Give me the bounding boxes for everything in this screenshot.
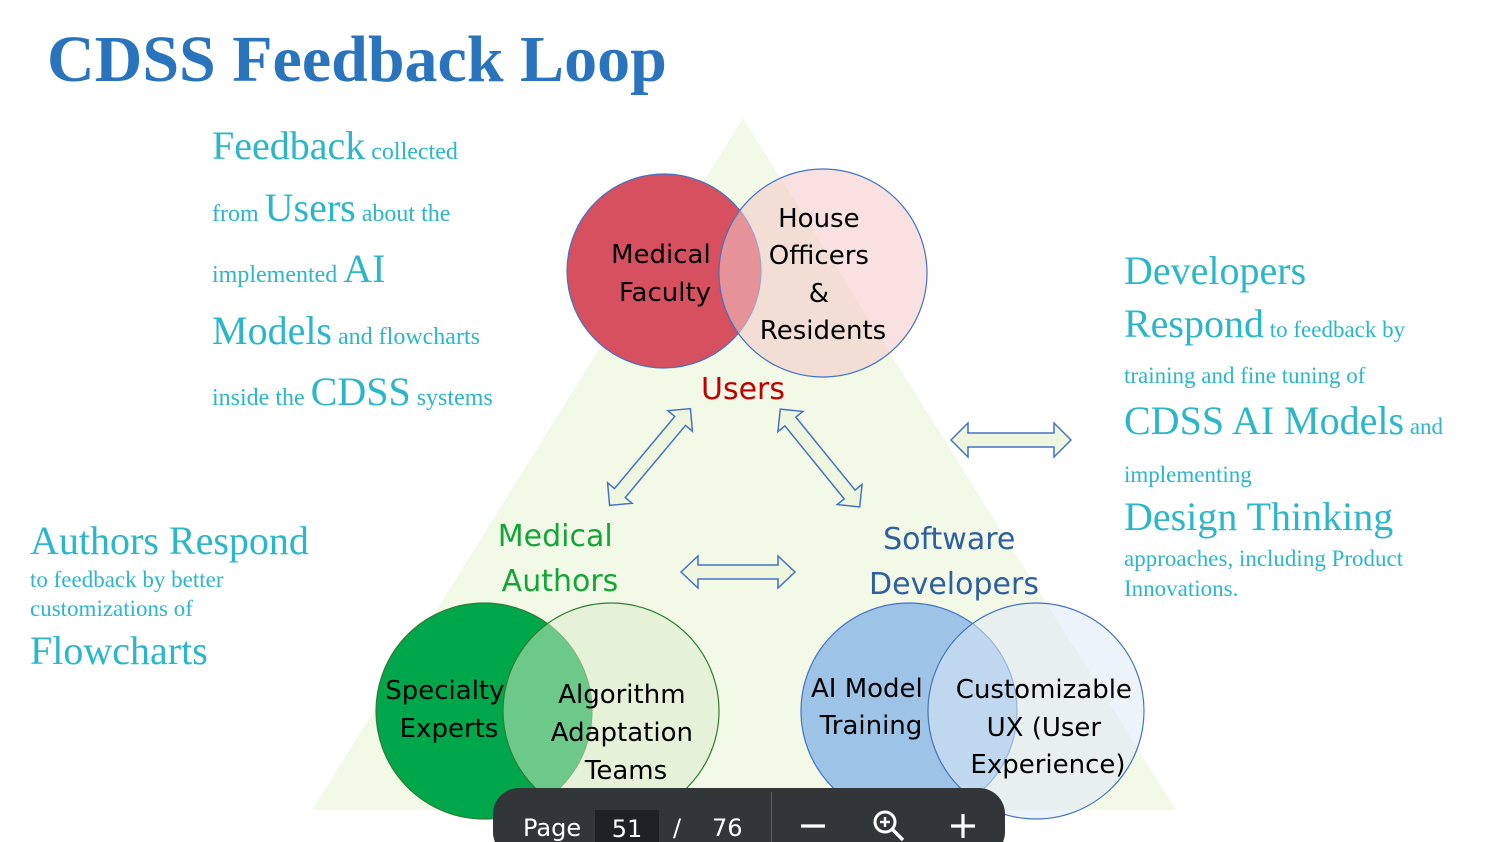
- developers-line: Developers: [1124, 248, 1307, 293]
- feedback-word: implemented: [212, 262, 344, 288]
- page-label: Page: [523, 814, 582, 842]
- feedback-line-1: Feedback collected: [212, 120, 542, 182]
- feedback-word: systems: [410, 385, 493, 411]
- house-officers-circle: [718, 168, 928, 378]
- feedback-word: inside the: [212, 385, 311, 411]
- feedback-line-2: from Users about the: [212, 182, 542, 244]
- developers-word: to feedback by: [1264, 317, 1406, 342]
- developers-line: CDSS AI Models and: [1124, 391, 1484, 460]
- feedback-word: AI: [343, 246, 386, 291]
- minus-icon: [801, 824, 825, 828]
- page-toolbar: Page 51 / 76: [493, 788, 1005, 842]
- toolbar-divider: [771, 792, 772, 842]
- feedback-word: CDSS: [310, 369, 411, 414]
- slide-title: CDSS Feedback Loop: [47, 23, 667, 96]
- specialty-experts-label: Specialty Experts: [385, 676, 513, 744]
- plus-icon: [951, 814, 975, 838]
- feedback-word: collected: [365, 139, 458, 165]
- house-officers-label: House Officers & Residents: [760, 204, 886, 346]
- feedback-word: and flowcharts: [332, 323, 480, 350]
- authors-paragraph: Authors Respond to feedback by better cu…: [30, 517, 360, 679]
- feedback-word: Users: [264, 184, 356, 230]
- feedback-word: Models: [212, 307, 332, 353]
- developers-paragraph: Developers Respond to feedback by traini…: [1124, 246, 1484, 604]
- developers-word: CDSS AI Models: [1124, 398, 1405, 443]
- zoom-icon: [873, 810, 905, 842]
- medical-authors-label: Medical Authors: [498, 519, 622, 599]
- zoom-out-button[interactable]: [791, 806, 835, 842]
- feedback-word: from: [212, 200, 265, 227]
- page-number-input[interactable]: 51: [595, 810, 659, 842]
- authors-body-line: to feedback by better: [30, 567, 224, 592]
- developers-line: approaches, including Product: [1124, 546, 1404, 571]
- feedback-line-4: Models and flowcharts: [212, 305, 542, 367]
- developers-word: and: [1404, 414, 1444, 439]
- customizable-ux-circle: [927, 602, 1145, 820]
- software-developers-label: Software Developers: [869, 522, 1039, 602]
- algorithm-teams-label: Algorithm Adaptation Teams: [551, 680, 701, 786]
- feedback-word: about the: [355, 200, 451, 227]
- users-authors-arrow: [606, 407, 694, 507]
- users-label: Users: [701, 372, 785, 407]
- algorithm-teams-circle: [502, 602, 720, 820]
- feedback-paragraph: Feedback collected from Users about the …: [212, 120, 542, 428]
- authors-developers-arrow: [679, 554, 797, 590]
- developers-line: implementing: [1124, 462, 1252, 487]
- users-developers-arrow: [777, 408, 863, 508]
- developers-line: Respond to feedback by: [1124, 296, 1484, 361]
- medical-faculty-label: Medical Faculty: [611, 240, 719, 308]
- feedback-line-5: inside the CDSS systems: [212, 366, 542, 428]
- authors-heading: Authors Respond: [30, 518, 309, 563]
- feedback-line-3: implemented AI: [212, 243, 542, 305]
- ai-model-training-label: AI Model Training: [811, 674, 931, 741]
- authors-body-line: customizations of: [30, 596, 193, 621]
- developers-feedback-arrow: [949, 421, 1073, 459]
- developers-line: training and fine tuning of: [1124, 363, 1366, 388]
- developers-line: Innovations.: [1124, 576, 1239, 601]
- fit-zoom-button[interactable]: [867, 806, 911, 842]
- total-pages: 76: [712, 814, 743, 842]
- authors-emphasis: Flowcharts: [30, 628, 208, 673]
- feedback-word: Feedback: [212, 123, 366, 168]
- developers-word: Respond: [1124, 301, 1264, 346]
- zoom-in-button[interactable]: [941, 806, 985, 842]
- page-separator: /: [673, 814, 682, 842]
- customizable-ux-label: Customizable UX (User Experience): [956, 675, 1140, 780]
- developers-line: Design Thinking: [1124, 494, 1394, 539]
